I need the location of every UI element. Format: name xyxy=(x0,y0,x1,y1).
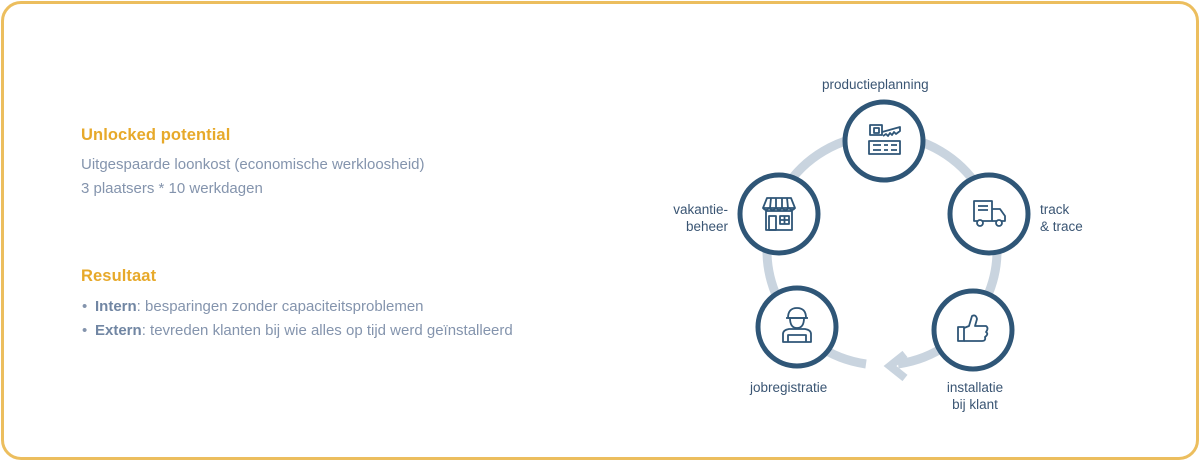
result-item-sep: : xyxy=(136,298,141,315)
bullet: • xyxy=(82,322,88,339)
label-track-trace: track & trace xyxy=(1040,201,1083,235)
shop-icon xyxy=(762,197,796,231)
label-installatie: installatie bij klant xyxy=(936,379,1014,413)
label-productieplanning: productieplanning xyxy=(822,76,929,93)
node-vakantiebeheer xyxy=(737,172,821,256)
label-line: installatie xyxy=(946,380,1004,395)
label-line: beheer xyxy=(685,219,728,234)
result-item-sep: : xyxy=(141,322,146,339)
result-item-label: Extern xyxy=(95,322,142,339)
bullet: • xyxy=(82,298,88,315)
unlocked-potential-section: Unlocked potential Uitgespaarde loonkost… xyxy=(81,124,641,201)
truck-icon xyxy=(973,200,1006,227)
label-line: track xyxy=(1040,202,1070,217)
node-track-trace xyxy=(947,172,1031,256)
label-line: jobregistratie xyxy=(750,380,828,395)
result-list: • Intern: besparingen zonder capaciteitsp… xyxy=(81,295,681,343)
unlocked-line-1: Uitgespaarde loonkost (economische werkl… xyxy=(81,156,425,173)
cycle-arrowhead xyxy=(883,350,908,382)
unlocked-potential-heading: Unlocked potential xyxy=(81,126,231,144)
result-item-text: tevreden klanten bij wie alles op tijd w… xyxy=(145,322,513,339)
worker-icon xyxy=(782,307,812,343)
label-jobregistratie: jobregistratie xyxy=(750,379,827,396)
label-vakantiebeheer: vakantie- beheer xyxy=(650,201,728,235)
result-item-text: besparingen zonder capaciteitsproblemen xyxy=(140,298,424,315)
label-line: vakantie- xyxy=(673,202,728,217)
result-item-intern: • Intern: besparingen zonder capaciteitsp… xyxy=(81,295,681,319)
result-section: Resultaat • Intern: besparingen zonder ca… xyxy=(81,265,681,343)
node-jobregistratie xyxy=(755,285,839,369)
result-item-label: Intern xyxy=(95,298,137,315)
label-line: bij klant xyxy=(952,397,998,412)
saw-planning-icon xyxy=(868,124,901,155)
result-heading: Resultaat xyxy=(81,267,157,285)
label-line: productieplanning xyxy=(822,77,929,92)
result-item-extern: • Extern: tevreden klanten bij wie alles … xyxy=(81,319,681,343)
node-productieplanning xyxy=(842,99,926,183)
unlocked-line-2: 3 plaatsers * 10 werkdagen xyxy=(81,180,263,197)
node-installatie xyxy=(931,288,1015,372)
label-line: & trace xyxy=(1040,219,1083,234)
thumbs-up-icon xyxy=(957,314,989,342)
